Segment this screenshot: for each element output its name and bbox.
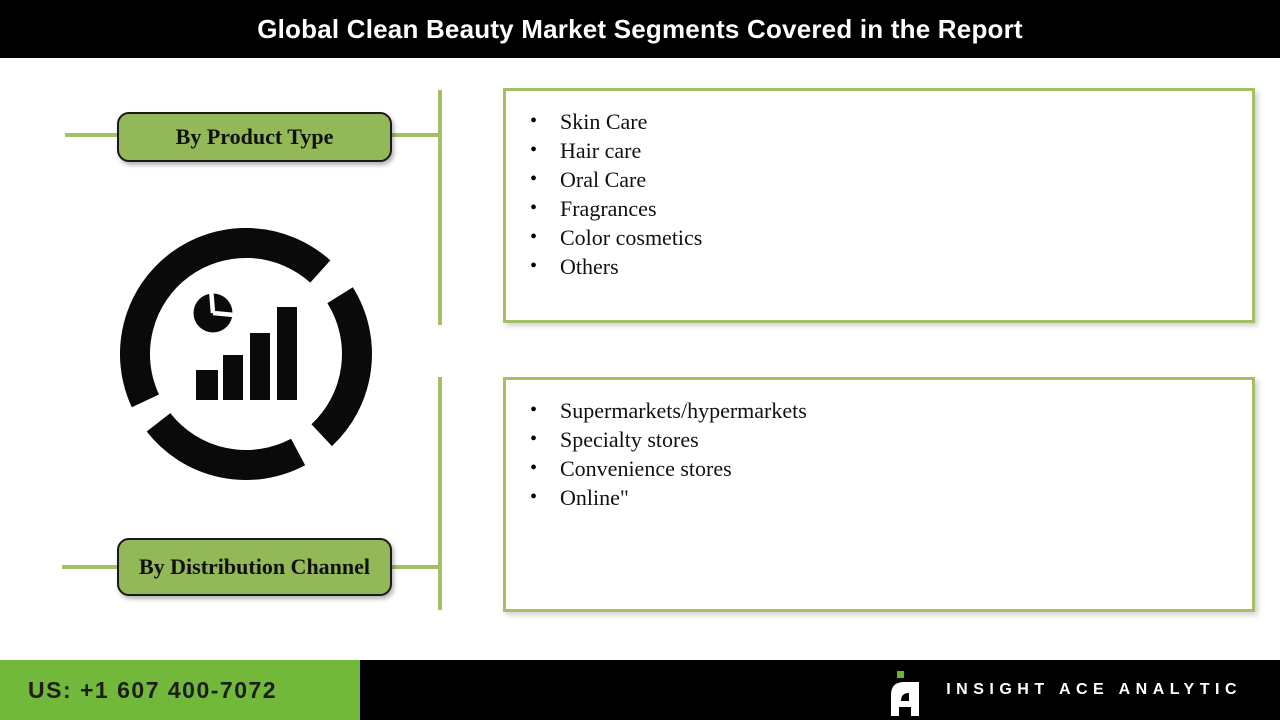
- brand-name: INSIGHT ACE ANALYTIC: [946, 681, 1242, 698]
- title-bar: Global Clean Beauty Market Segments Cove…: [0, 0, 1280, 58]
- list-item: Convenience stores: [530, 454, 1252, 483]
- segment-label-product-type: By Product Type: [117, 112, 392, 162]
- list-item: Skin Care: [530, 107, 1252, 136]
- connector-line-product-right: [392, 133, 438, 137]
- segment-items-box-product-type: Skin CareHair careOral CareFragrancesCol…: [503, 88, 1255, 323]
- segment-label-text: By Product Type: [175, 124, 334, 150]
- connector-line-distribution-left: [62, 565, 117, 569]
- list-item: Oral Care: [530, 165, 1252, 194]
- phone-contact-box: US: +1 607 400-7072: [0, 660, 360, 720]
- segment-item-list: Supermarkets/hypermarketsSpecialty store…: [530, 396, 1252, 512]
- list-item: Supermarkets/hypermarkets: [530, 396, 1252, 425]
- list-item: Color cosmetics: [530, 223, 1252, 252]
- segment-item-list: Skin CareHair careOral CareFragrancesCol…: [530, 107, 1252, 281]
- insight-ace-logo-icon: [891, 671, 920, 716]
- segment-label-text: By Distribution Channel: [138, 554, 371, 580]
- segment-items-box-distribution-channel: Supermarkets/hypermarketsSpecialty store…: [503, 377, 1255, 612]
- list-item: Others: [530, 252, 1252, 281]
- connector-line-distribution-right: [392, 565, 438, 569]
- bracket-line-distribution: [438, 377, 442, 610]
- segment-label-distribution-channel: By Distribution Channel: [117, 538, 392, 596]
- list-item: Specialty stores: [530, 425, 1252, 454]
- page-title: Global Clean Beauty Market Segments Cove…: [257, 13, 1023, 44]
- bracket-line-product: [438, 90, 442, 325]
- market-analytics-icon: [120, 228, 372, 480]
- connector-line-product-left: [65, 133, 117, 137]
- phone-number: US: +1 607 400-7072: [28, 676, 278, 703]
- brand-block: INSIGHT ACE ANALYTIC: [888, 660, 1242, 720]
- list-item: Hair care: [530, 136, 1252, 165]
- footer-bar: US: +1 607 400-7072 INSIGHT ACE ANALYTIC: [0, 660, 1280, 720]
- list-item: Online": [530, 483, 1252, 512]
- list-item: Fragrances: [530, 194, 1252, 223]
